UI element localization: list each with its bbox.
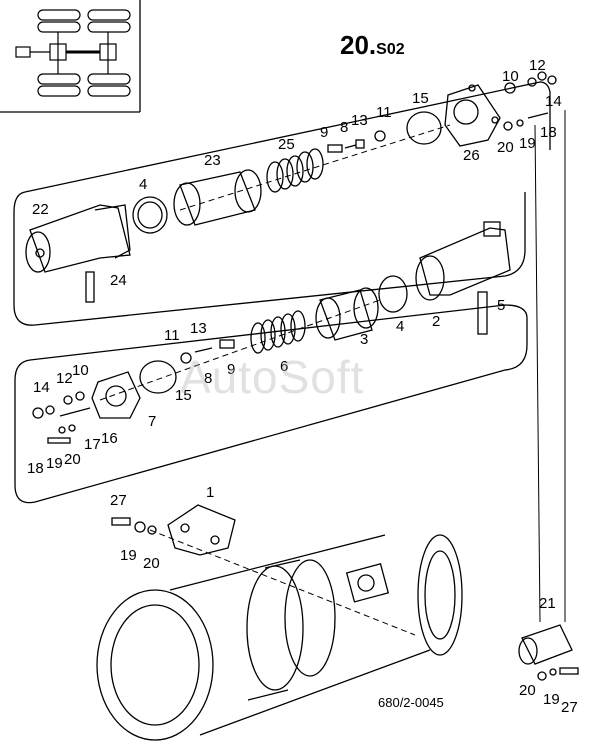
dash-axis-main [149, 529, 416, 636]
label-4-lower: 4 [396, 318, 404, 335]
part-26-cover [444, 84, 501, 147]
label-13-lower: 13 [190, 320, 207, 337]
label-19-lower: 19 [46, 455, 63, 472]
part-22-cylinder-housing [25, 204, 131, 273]
part-15-gasket-lower [139, 360, 177, 394]
label-23: 23 [204, 152, 221, 169]
label-10-lower: 10 [72, 362, 89, 379]
label-12-upper: 12 [529, 57, 546, 74]
label-11-upper: 11 [376, 104, 392, 121]
label-20-upper: 20 [497, 139, 514, 156]
dash-axis-upper [179, 124, 451, 211]
upper-panel-outline [13, 81, 551, 326]
page-code: 20.S02 [340, 30, 405, 61]
drawing-reference: 680/2-0045 [378, 695, 444, 710]
label-24: 24 [110, 272, 127, 289]
label-3: 3 [360, 331, 368, 348]
label-9-lower: 9 [227, 361, 235, 378]
label-7: 7 [148, 413, 156, 430]
label-9-upper: 9 [320, 124, 328, 141]
label-8-lower: 8 [204, 370, 212, 387]
part-15-gasket-upper [406, 111, 442, 145]
small-parts-lower [180, 339, 235, 364]
label-1: 1 [206, 484, 214, 501]
label-5: 5 [497, 297, 505, 314]
label-8-upper: 8 [340, 119, 348, 136]
label-15-upper: 15 [412, 90, 429, 107]
label-26: 26 [463, 147, 480, 164]
part-25-spring [266, 148, 324, 193]
label-13-upper: 13 [351, 112, 368, 129]
fasteners-lower-left [32, 391, 91, 444]
label-14-lower: 14 [33, 379, 50, 396]
fasteners-bracket [111, 517, 157, 535]
label-18-upper: 18 [540, 124, 557, 141]
small-parts-upper [327, 130, 386, 153]
label-27-bracket: 27 [110, 492, 127, 509]
page-code-sub: S02 [376, 41, 405, 58]
label-6: 6 [280, 358, 288, 375]
part-5-pin [477, 291, 488, 335]
label-27-rear: 27 [561, 699, 578, 716]
part-6-spring [250, 310, 306, 354]
axle-tube [96, 534, 463, 741]
part-labels: 1 2 3 4 4 5 6 7 8 8 9 9 10 10 11 11 12 1… [27, 57, 578, 716]
label-19-bracket: 19 [120, 547, 137, 564]
watermark-text: AutoSoft [180, 351, 365, 403]
label-20-bracket: 20 [143, 555, 160, 572]
label-4-upper: 4 [139, 176, 147, 193]
label-20-lower: 20 [64, 451, 81, 468]
leader-line-21-a [534, 124, 541, 623]
label-16: 16 [101, 430, 118, 447]
part-4-seal-ring-upper [132, 196, 168, 234]
label-12-lower-a: 12 [56, 370, 73, 387]
part-4-seal-ring-lower [378, 275, 408, 313]
label-19-upper: 19 [519, 135, 536, 152]
label-2: 2 [432, 313, 440, 330]
label-14-upper: 14 [545, 93, 562, 110]
label-22: 22 [32, 201, 49, 218]
label-11-lower: 11 [164, 327, 180, 344]
part-21-cylinder [518, 624, 579, 681]
part-3-piston [315, 287, 379, 341]
label-21: 21 [539, 595, 556, 612]
page-code-main: 20. [340, 30, 377, 60]
label-18-lower: 18 [27, 460, 44, 477]
label-17: 17 [84, 436, 101, 453]
label-19-rear: 19 [543, 691, 560, 708]
part-4-seal-ring-upper-inner [137, 201, 163, 229]
lower-panel-outline [14, 304, 528, 504]
part-23-piston [173, 169, 262, 226]
part-1-bracket [167, 504, 236, 556]
fasteners-upper-right [503, 71, 557, 131]
part-2-cylinder-housing [415, 221, 511, 301]
label-15-lower: 15 [175, 387, 192, 404]
label-20-rear: 20 [519, 682, 536, 699]
label-10-upper: 10 [502, 68, 519, 85]
vehicle-schematic [0, 0, 141, 113]
label-25: 25 [278, 136, 295, 153]
part-7-cover [91, 371, 141, 419]
part-24-pin [85, 271, 95, 303]
